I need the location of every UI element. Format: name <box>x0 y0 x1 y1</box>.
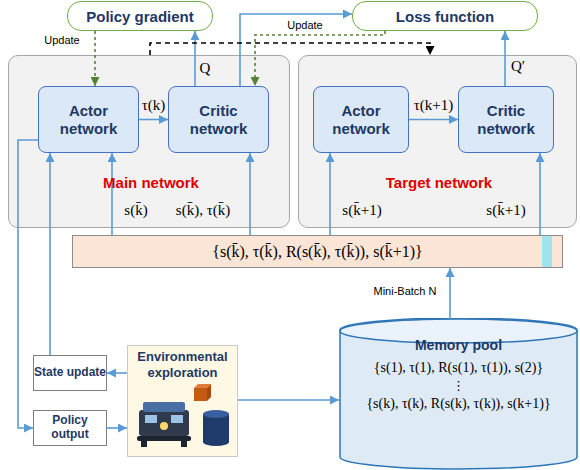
edge-label: s(k̄), τ(k̄) <box>174 202 232 219</box>
connector <box>539 153 541 235</box>
network-box: Actor network <box>38 86 139 153</box>
connector <box>18 140 38 428</box>
connector <box>94 31 96 86</box>
connector <box>240 14 352 86</box>
node-text: Loss function <box>396 8 494 25</box>
connector <box>255 31 385 86</box>
node-text: {s(k), τ(k), R(s(k), τ(k)), s(k+1)} <box>366 395 550 414</box>
rov-vehicle <box>137 402 191 447</box>
node-text: {s(k̄), τ(k̄), R(s(k̄), τ(k̄)), s(k̄+1)} <box>212 243 423 261</box>
minibatch-bar: {s(k̄), τ(k̄), R(s(k̄), τ(k̄)), s(k̄+1)} <box>72 235 563 268</box>
edge-label: s(k̄+1) <box>340 202 383 219</box>
network-box: Critic network <box>458 86 554 153</box>
node-text: Critic network <box>169 102 268 138</box>
connector <box>329 153 331 235</box>
node-text: Memory pool <box>415 336 502 355</box>
process-box: Policy output <box>33 410 107 446</box>
edge-label: Update <box>285 19 324 31</box>
objective-box: Loss function <box>352 1 538 31</box>
node-text: Actor network <box>314 102 408 138</box>
node-text: Main network <box>103 174 199 191</box>
connector <box>107 427 127 429</box>
network-box: Critic network <box>168 86 269 153</box>
cylinder-body <box>340 318 577 469</box>
node-text: {s(1), τ(1), R(s(1), τ(1)), s(2)} <box>374 359 543 378</box>
connector <box>139 119 168 121</box>
node-text: State update <box>34 366 106 380</box>
connector <box>194 31 196 86</box>
edge-label: τ(k) <box>140 96 168 113</box>
edge-label: s(k̄) <box>122 202 149 219</box>
node-text: ⋮ <box>452 378 465 395</box>
network-box: Actor network <box>313 86 409 153</box>
edge-label: s(k̄+1) <box>484 202 527 219</box>
edge-label: Q <box>198 60 213 77</box>
connector <box>150 43 430 55</box>
node-text: Actor network <box>39 102 138 138</box>
connector <box>111 153 113 235</box>
node-text: Policy output <box>34 414 106 442</box>
orange-cube <box>194 384 211 401</box>
edge-label: Q′ <box>509 58 527 75</box>
connector <box>449 268 451 319</box>
node-text: Environmental exploration <box>128 349 237 380</box>
connector <box>504 31 506 86</box>
connector <box>249 153 251 235</box>
process-box: State update <box>33 355 107 391</box>
connector <box>409 119 458 121</box>
connector <box>107 372 127 374</box>
node-text: Critic network <box>459 102 553 138</box>
connector <box>49 153 51 355</box>
objective-box: Policy gradient <box>67 1 213 31</box>
network-panel: Target network Actor network Critic networ… <box>298 55 577 228</box>
connector <box>238 399 339 401</box>
edge-label: Update <box>42 34 81 46</box>
edge-label: Mini-Batch N <box>372 285 439 297</box>
blue-cylinder <box>203 410 229 446</box>
memory-cylinder: Memory pool {s(1), τ(1), R(s(1), τ(1)), s… <box>339 318 578 470</box>
edge-label: τ(k+1) <box>412 96 455 113</box>
node-text: Policy gradient <box>86 8 194 25</box>
node-text: Target network <box>386 174 492 191</box>
